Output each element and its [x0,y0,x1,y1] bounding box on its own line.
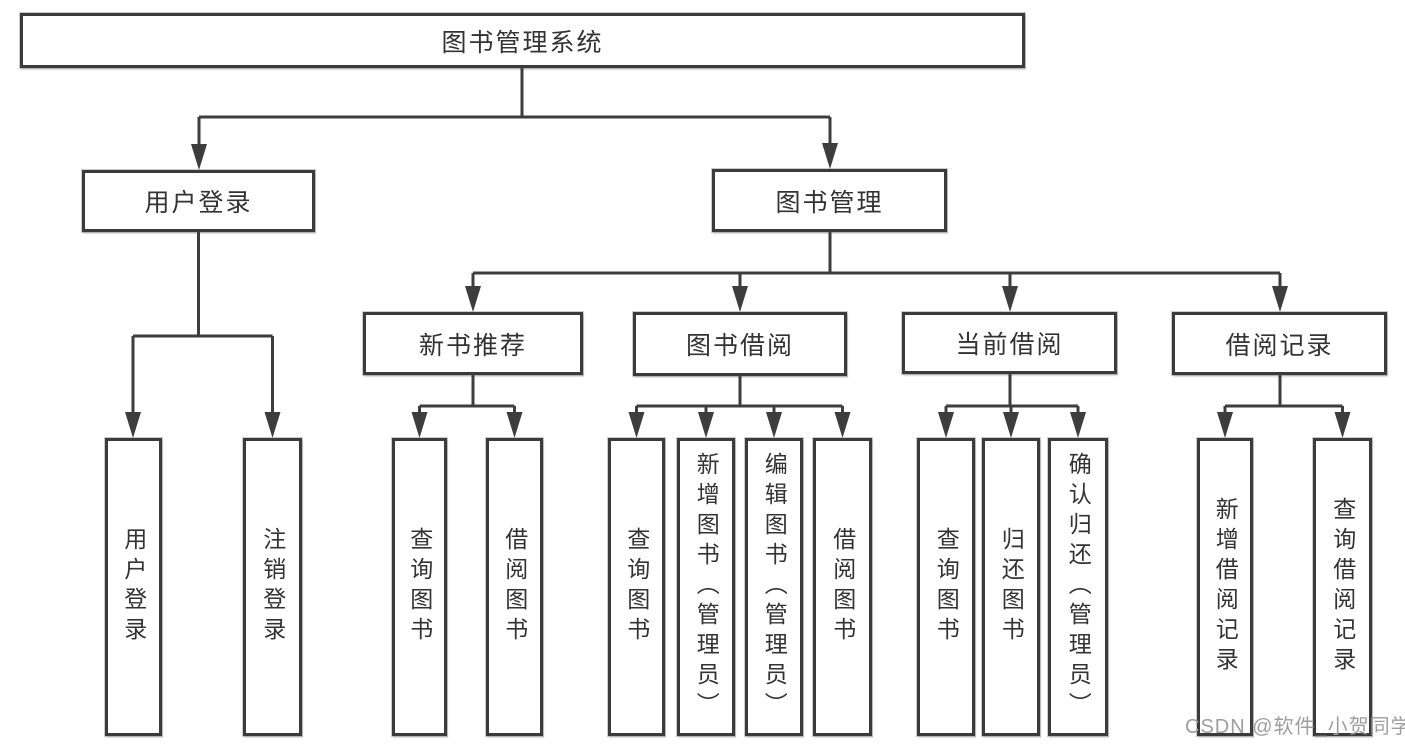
node-borrow-record: 借阅记录 [1172,312,1387,375]
leaf-query-books-2-label: 查询图书 [623,527,650,647]
csdn-watermark: CSDN @软件_小贺同学 [1185,716,1405,738]
leaf-logout: 注销登录 [243,438,302,736]
leaf-return-books: 归还图书 [982,438,1040,736]
leaf-logout-label: 注销登录 [259,527,286,647]
leaf-return-books-label: 归还图书 [998,527,1025,647]
leaf-query-books-2: 查询图书 [608,438,665,736]
node-user-login: 用户登录 [82,170,315,232]
node-new-book-recommend: 新书推荐 [363,312,583,375]
leaf-query-books-1: 查询图书 [392,438,447,736]
leaf-query-books-3-label: 查询图书 [933,527,960,647]
leaf-query-borrow-record-label: 查询借阅记录 [1329,497,1356,677]
leaf-user-login: 用户登录 [105,438,162,736]
leaf-edit-books-admin: 编辑图书（管理员） [745,438,803,736]
leaf-query-borrow-record: 查询借阅记录 [1313,438,1372,736]
leaf-query-books-1-label: 查询图书 [406,527,433,647]
leaf-borrow-books-1: 借阅图书 [486,438,543,736]
leaf-confirm-return-admin-label: 确认归还（管理员） [1065,452,1092,722]
leaf-borrow-books-1-label: 借阅图书 [501,527,528,647]
node-root-system: 图书管理系统 [20,13,1025,68]
leaf-borrow-books-2: 借阅图书 [813,438,872,736]
leaf-add-borrow-record-label: 新增借阅记录 [1212,497,1239,677]
leaf-add-borrow-record: 新增借阅记录 [1197,438,1253,736]
node-current-borrow: 当前借阅 [902,312,1117,374]
leaf-edit-books-admin-label: 编辑图书（管理员） [761,452,788,722]
leaf-add-books-admin: 新增图书（管理员） [677,438,735,736]
leaf-query-books-3: 查询图书 [917,438,975,736]
leaf-borrow-books-2-label: 借阅图书 [829,527,856,647]
leaf-user-login-label: 用户登录 [120,527,147,647]
node-book-borrow: 图书借阅 [633,312,847,376]
leaf-add-books-admin-label: 新增图书（管理员） [693,452,720,722]
node-book-management: 图书管理 [712,169,947,232]
leaf-confirm-return-admin: 确认归还（管理员） [1048,438,1108,736]
